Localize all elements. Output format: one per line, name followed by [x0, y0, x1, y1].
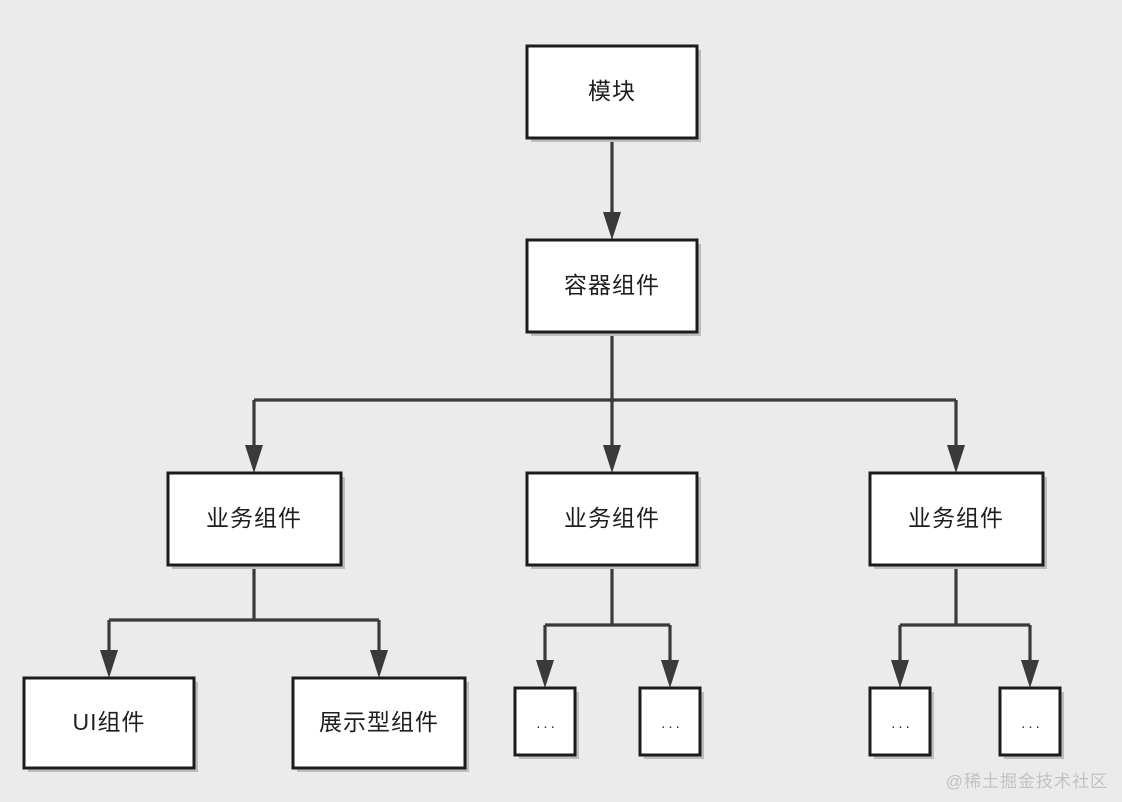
- node-business-component-1-label: 业务组件: [206, 505, 302, 531]
- edge-container-bus: [254, 332, 956, 402]
- node-ellipsis-1-label: ...: [536, 715, 558, 732]
- watermark: @稀土掘金技术社区: [945, 772, 1108, 791]
- node-ui-component[interactable]: UI组件: [22, 676, 198, 772]
- node-business-component-2[interactable]: 业务组件: [525, 471, 701, 569]
- node-presentational-component-label: 展示型组件: [319, 709, 439, 735]
- node-ellipsis-4-label: ...: [1021, 715, 1043, 732]
- node-container-component-label: 容器组件: [564, 272, 660, 298]
- edge-layer: [100, 138, 1039, 688]
- edge-business-2-to-ellipsis-1: [536, 625, 554, 688]
- node-presentational-component[interactable]: 展示型组件: [291, 676, 469, 772]
- node-layer: 模块 容器组件 业务组件 业务组件: [22, 44, 1064, 772]
- node-ellipsis-2-label: ...: [661, 715, 683, 732]
- edge-bus-to-business-3: [947, 400, 965, 473]
- node-ellipsis-4[interactable]: ...: [998, 686, 1064, 759]
- node-container-component[interactable]: 容器组件: [525, 238, 701, 336]
- edge-business-2-to-ellipsis-2: [661, 625, 679, 688]
- edge-bus-to-business-1: [245, 400, 263, 473]
- edge-business-3-bus: [900, 565, 1030, 627]
- edge-module-to-container: [603, 138, 621, 240]
- node-module[interactable]: 模块: [525, 44, 701, 142]
- edge-business-2-bus: [545, 565, 670, 627]
- edge-business-1-to-presentational: [370, 620, 388, 678]
- edge-bus-to-business-2: [603, 400, 621, 473]
- node-ui-component-label: UI组件: [73, 709, 146, 735]
- node-ellipsis-3[interactable]: ...: [868, 686, 934, 759]
- node-business-component-2-label: 业务组件: [564, 505, 660, 531]
- edge-business-3-to-ellipsis-4: [1021, 625, 1039, 688]
- node-ellipsis-3-label: ...: [891, 715, 913, 732]
- node-module-label: 模块: [588, 78, 636, 104]
- edge-business-3-to-ellipsis-3: [891, 625, 909, 688]
- edge-business-1-bus: [109, 565, 379, 622]
- node-business-component-3[interactable]: 业务组件: [868, 471, 1047, 569]
- node-business-component-3-label: 业务组件: [908, 505, 1004, 531]
- node-business-component-1[interactable]: 业务组件: [166, 471, 345, 569]
- node-ellipsis-1[interactable]: ...: [513, 686, 579, 759]
- edge-business-1-to-ui-component: [100, 620, 118, 678]
- node-ellipsis-2[interactable]: ...: [638, 686, 704, 759]
